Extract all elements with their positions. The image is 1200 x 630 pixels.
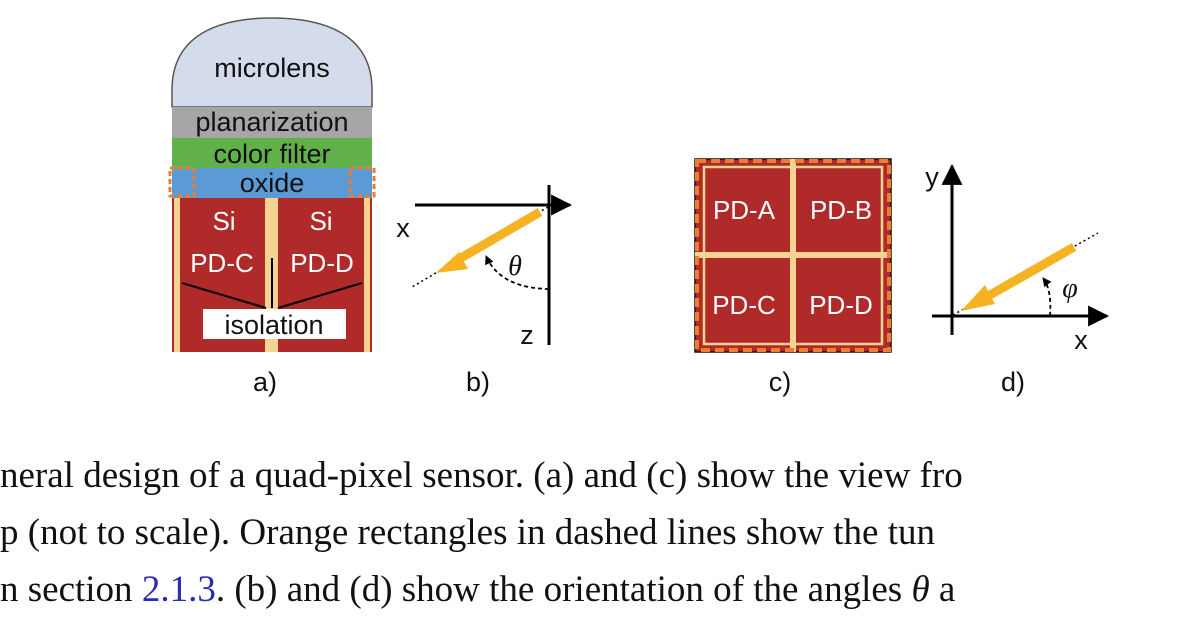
isolation-strip-right <box>364 198 370 352</box>
planarization-layer <box>172 107 372 138</box>
caption-text-3b: . (b) and (d) show the orientation of th… <box>215 569 912 610</box>
isolation-pointer-left <box>181 282 267 309</box>
theta-label: θ <box>508 251 522 282</box>
pd-c-label-c: PD-C <box>712 290 776 320</box>
isolation-label-box <box>203 309 346 339</box>
axis-x-d-label: x <box>1074 325 1088 355</box>
color-filter-layer <box>172 138 372 168</box>
panel-d-label: d) <box>1001 367 1025 397</box>
phi-label: φ <box>1062 273 1078 304</box>
axis-x-b-label: x <box>396 213 410 243</box>
caption-line-2: p (not to scale). Orange rectangles in d… <box>0 511 1200 555</box>
angle-arc-b <box>485 255 550 290</box>
ray-arrow-d <box>987 243 1077 299</box>
pd-b-label: PD-B <box>810 195 872 225</box>
axis-z-b-label: z <box>520 320 534 350</box>
isolation-label: isolation <box>224 310 323 340</box>
oxide-layer <box>172 168 372 198</box>
pixel-dashed-outline <box>695 159 891 352</box>
ray-arrow-head-d <box>961 285 995 311</box>
microlens-shape <box>171 17 373 108</box>
pd-d-label-c: PD-D <box>809 290 873 320</box>
panel-b-label: b) <box>466 367 490 397</box>
oxide-dashed-right <box>348 166 376 198</box>
panel-b: x z θ b) <box>396 185 573 397</box>
isolation-frame <box>702 165 884 346</box>
caption-line-3: n section 2.1.3. (b) and (d) show the or… <box>0 568 1200 612</box>
oxide-label: oxide <box>240 168 305 198</box>
caption-text-2: p (not to scale). Orange rectangles in d… <box>0 512 936 553</box>
caption-theta: θ <box>911 569 930 610</box>
pd-c-label: PD-C <box>190 248 254 278</box>
panel-c: PD-A PD-B PD-C PD-D c) <box>694 158 892 397</box>
panel-d: y x φ d) <box>925 162 1110 397</box>
caption-text-3a: n section <box>0 569 142 610</box>
figure: microlens planarization color filter oxi… <box>168 17 1110 397</box>
isolation-cross-horizontal <box>695 252 891 258</box>
caption-text-1: neral design of a quad-pixel sensor. (a)… <box>0 455 963 496</box>
isolation-pointer-right <box>277 282 363 309</box>
si-right-label: Si <box>309 206 332 236</box>
color-filter-label: color filter <box>213 139 330 169</box>
si-left-label: Si <box>212 206 235 236</box>
axis-y-d-label: y <box>925 162 939 192</box>
pd-a-label: PD-A <box>713 195 776 225</box>
panel-c-label: c) <box>769 367 792 397</box>
oxide-dashed-left <box>168 166 196 198</box>
angle-arc-d <box>1042 277 1052 317</box>
ray-arrow-b <box>451 208 543 266</box>
ray-arrow-head-b <box>436 252 468 273</box>
panel-a: microlens planarization color filter oxi… <box>168 17 376 397</box>
section-reference-link[interactable]: 2.1.3 <box>141 569 216 610</box>
isolation-strip-left <box>174 198 180 352</box>
caption-line-1: neral design of a quad-pixel sensor. (a)… <box>0 454 1200 498</box>
caption-text-3c: a <box>929 569 956 610</box>
microlens-label: microlens <box>214 53 330 83</box>
planarization-label: planarization <box>195 107 348 137</box>
pd-d-label: PD-D <box>290 248 354 278</box>
panel-a-label: a) <box>253 367 277 397</box>
